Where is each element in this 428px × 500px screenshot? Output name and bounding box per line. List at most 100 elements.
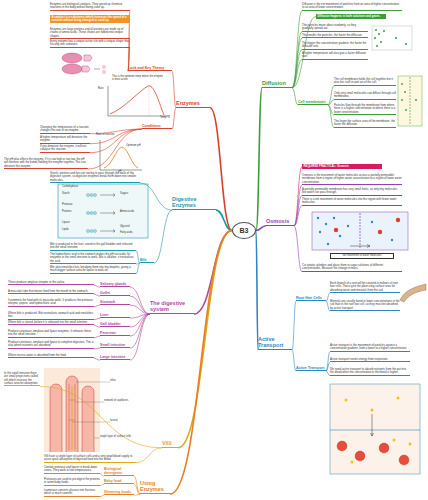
particle [415,99,417,101]
particle [401,99,403,101]
substrate-shape [84,55,92,61]
diagram-label: Glycerol [120,226,144,229]
node-text: Proteases are used to pre-digest the pro… [44,478,100,485]
branch-connector [128,19,130,71]
cell-membrane [410,77,411,125]
node-text: A muscular tube that moves food from the… [8,290,94,293]
note-text: These produce amylase enzyme in the sali… [8,281,94,285]
particle [383,30,385,32]
water-molecule [327,243,329,245]
particle [395,37,397,39]
node-text: A higher temperature will also give a fa… [302,52,368,59]
active-transport-illustration [330,384,420,474]
note-text: A muscular tube that moves food from the… [8,290,94,294]
particle [405,109,407,111]
water-molecule [319,231,321,233]
sub-topic: Pancreas [100,331,130,336]
node-text: Active Transport [296,366,326,370]
branch-connector [154,210,172,263]
branch-connector [90,129,142,153]
blood-cell [337,441,347,451]
branch-connector [90,129,142,144]
note-text: We need active transport to absorb nutri… [330,368,410,376]
water-molecule [391,239,393,241]
nutrient-particle [397,397,400,400]
note-text: Enzymes are large proteins and all prote… [50,28,130,39]
node-text: Bile also emulsifies fats, breaking them… [50,266,136,273]
reaction-arrow [94,69,100,70]
note-text: Bile is produced in the liver, stored in… [50,243,136,251]
blood-cell [355,451,365,461]
node-text: Produces protease, amylase and lipase to… [8,341,94,348]
water-molecule [371,221,373,223]
illustration-background [44,368,100,452]
note-text: Isomerase converts glucose into fructose… [44,489,100,497]
diagram-label: lacteal [110,420,130,423]
branch-connector [136,263,140,274]
diagram-label: Proteins [62,211,82,214]
sub-topic: Salivary glands [100,282,130,287]
node-text: Diffusion [262,80,292,86]
node-text: In the small intestine there are small p… [4,372,40,385]
node-text: The larger the surface area of the membr… [334,120,396,127]
sub-topic: Liver [100,313,130,318]
root-hair-illustration [400,284,426,302]
nutrient-particle [409,443,412,446]
branch-topic: Enzymes [176,100,210,108]
branch-connector [210,108,232,231]
node-text: Active Transport [258,336,292,349]
diagram-label: Sugars [120,193,144,196]
molecule [86,229,89,232]
diagram-label: Amino acids [120,211,144,214]
particle [378,33,380,35]
note-text: Cut potato cylinders and place them in s… [302,264,402,272]
diagram-label: Rate of reaction [96,134,126,137]
sub-topic: Root Hair Cells [296,296,326,301]
osmosis-illustration [312,212,408,250]
node-text: Enzymes are large proteins and all prote… [50,28,130,38]
lacteal [72,386,73,450]
node-text: The bigger the concentration gradient, t… [302,42,368,49]
root-hair-cell [400,284,426,302]
branch-connector [130,314,150,348]
arrow-head [113,194,115,197]
node-text: Isomerase converts glucose into fructose… [44,489,100,496]
enzyme-shape [62,64,82,74]
node-text: Minerals are usually found in lower conc… [330,300,400,310]
node-text: A partially permeable membrane has very … [302,188,402,195]
node-text: Where bile is produced. Bile neutralises… [8,312,94,319]
highlight-box: REQUIRED PRACTICAL: Osmosis [302,164,382,169]
node-text: There is a net movement of water molecul… [302,198,402,205]
branch-connector [130,305,150,314]
nutrient-particle [345,399,348,402]
note-text: The hydrochloric acid in the stomach mak… [50,253,136,264]
note-text: Minerals are usually found in lower conc… [330,300,400,311]
water-molecule [347,225,349,227]
note-text: Particles flow through the membrane from… [334,104,396,115]
node-text: Villi [162,440,178,446]
branch-connector [140,183,172,210]
branch-connector [130,287,150,314]
water-molecule [333,217,335,219]
branch-connector [134,494,140,495]
branch-connector [292,301,296,350]
diagram-label: villus [110,380,130,383]
branch-connector [292,38,302,87]
illustration-frame [398,76,422,126]
sub-topic: Baby food [104,479,134,484]
solute-molecule [396,218,400,222]
nutrient-particle [351,461,354,464]
molecule [86,193,89,196]
blood-cell [379,443,389,453]
sub-topic: Small intestine [100,343,130,348]
villus-shape [66,376,78,452]
node-text: Cut potato cylinders and place them in s… [302,264,402,271]
sub-topic: Active Transport [296,366,326,371]
molecule [93,211,96,214]
note-text: A higher temperature will also give a fa… [302,52,368,60]
branch-connector [292,60,302,88]
branch-connector [256,88,262,231]
node-text: A catalyst is a substance which increase… [52,16,129,23]
particle [404,91,406,93]
graph-axes [108,86,170,116]
